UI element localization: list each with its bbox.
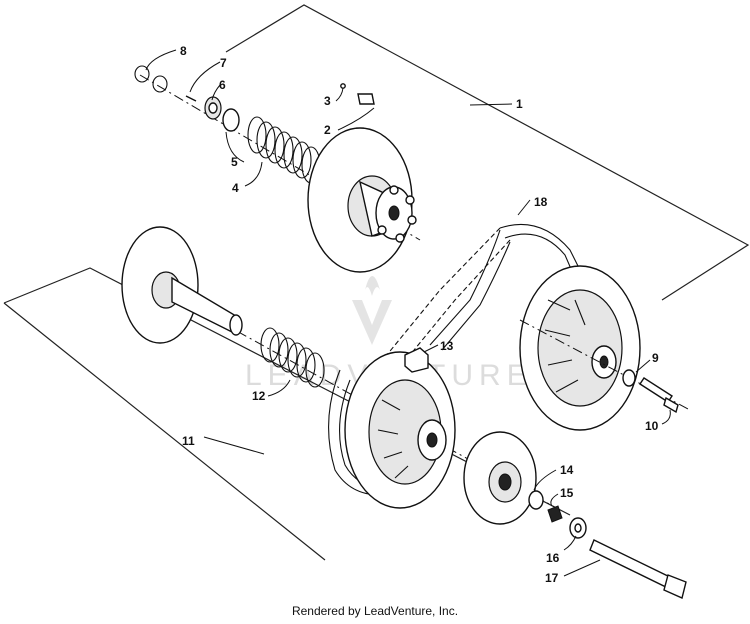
- callout-1: 1: [516, 97, 523, 111]
- bolt-17: [589, 539, 677, 591]
- callout-16: 16: [546, 551, 560, 565]
- snap-ring-8b: [152, 75, 168, 93]
- assembly-frame-1: [225, 4, 750, 301]
- callouts: 1 2 3 4 5 6 7 8 9 10 11 12 13 14 15 16 1…: [180, 44, 659, 585]
- clip-2: [357, 93, 375, 105]
- snap-ring-8a: [134, 65, 150, 83]
- callout-5: 5: [231, 155, 238, 169]
- callout-12: 12: [252, 389, 266, 403]
- callout-9: 9: [652, 351, 659, 365]
- callout-17: 17: [545, 571, 559, 585]
- washer-15: [528, 490, 544, 510]
- assembly-frame-11-lower: [3, 302, 326, 561]
- pin-7: [185, 95, 197, 102]
- callout-6: 6: [219, 78, 226, 92]
- spider-2: [375, 185, 417, 243]
- render-credit: Rendered by LeadVenture, Inc.: [291, 604, 459, 618]
- callout-4: 4: [232, 181, 239, 195]
- driven-clutch-rear: [519, 265, 641, 431]
- callout-13: 13: [440, 339, 454, 353]
- bolt-10: [639, 377, 673, 403]
- leader-lines: [145, 49, 671, 577]
- drive-clutch-assembly: [134, 65, 421, 273]
- spring-12: [260, 327, 325, 388]
- callout-14: 14: [560, 463, 574, 477]
- bracket-13: [404, 347, 429, 373]
- nut-15: [547, 505, 563, 523]
- cam-14: [463, 431, 537, 525]
- ring-5: [222, 108, 240, 132]
- washer-9: [622, 369, 636, 387]
- callout-2: 2: [324, 123, 331, 137]
- screw-3: [340, 83, 346, 89]
- driven-clutch-assembly: [121, 226, 687, 599]
- callout-11: 11: [182, 434, 195, 448]
- callout-7: 7: [220, 56, 227, 70]
- callout-18: 18: [534, 195, 548, 209]
- callout-15: 15: [560, 486, 574, 500]
- callout-10: 10: [645, 419, 659, 433]
- callout-8: 8: [180, 44, 187, 58]
- callout-3: 3: [324, 94, 331, 108]
